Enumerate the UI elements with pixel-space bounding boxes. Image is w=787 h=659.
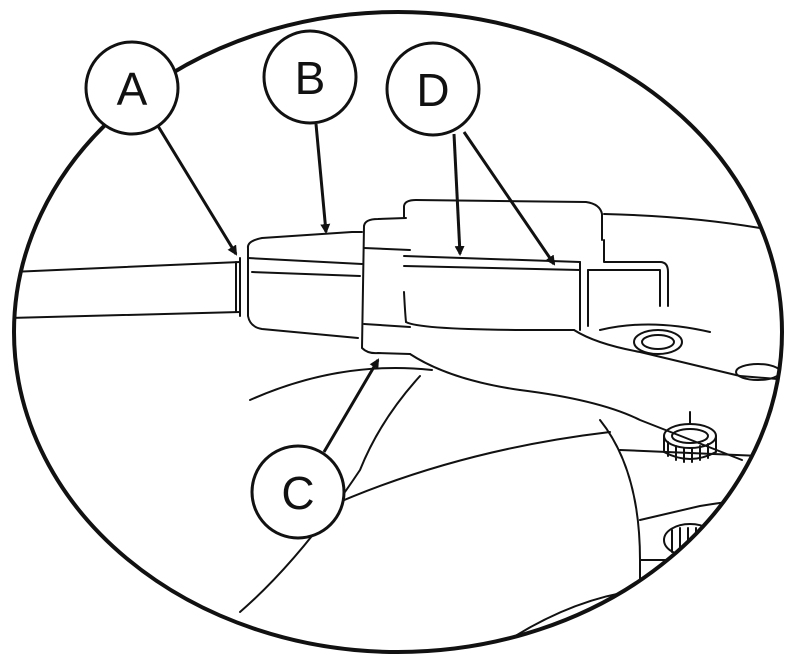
lever-body-d [403, 199, 761, 461]
callout-b-circle [262, 29, 358, 125]
hydraulic-hose [14, 261, 241, 319]
arrowhead-icon [156, 125, 238, 256]
compression-nut-c [361, 217, 411, 355]
callout-d-circle [385, 41, 481, 137]
callout-a-label: A [117, 63, 148, 115]
olive-sleeve-b [246, 231, 363, 339]
clamp-area [599, 323, 782, 381]
callout-a-circle [84, 40, 180, 136]
brake-lever-artwork [14, 199, 782, 652]
arrowhead-icon [462, 131, 556, 266]
hose-fitting-a [235, 257, 241, 317]
callout-b-label: B [295, 52, 326, 104]
arrowhead-icon [314, 123, 331, 234]
arrowhead-icon [452, 133, 465, 256]
callout-c-circle [250, 444, 346, 540]
callout-d-label: D [416, 64, 449, 116]
callout-c-label: C [281, 467, 314, 519]
arrowhead-icon [322, 358, 380, 453]
detail-oval-frame [12, 10, 784, 654]
